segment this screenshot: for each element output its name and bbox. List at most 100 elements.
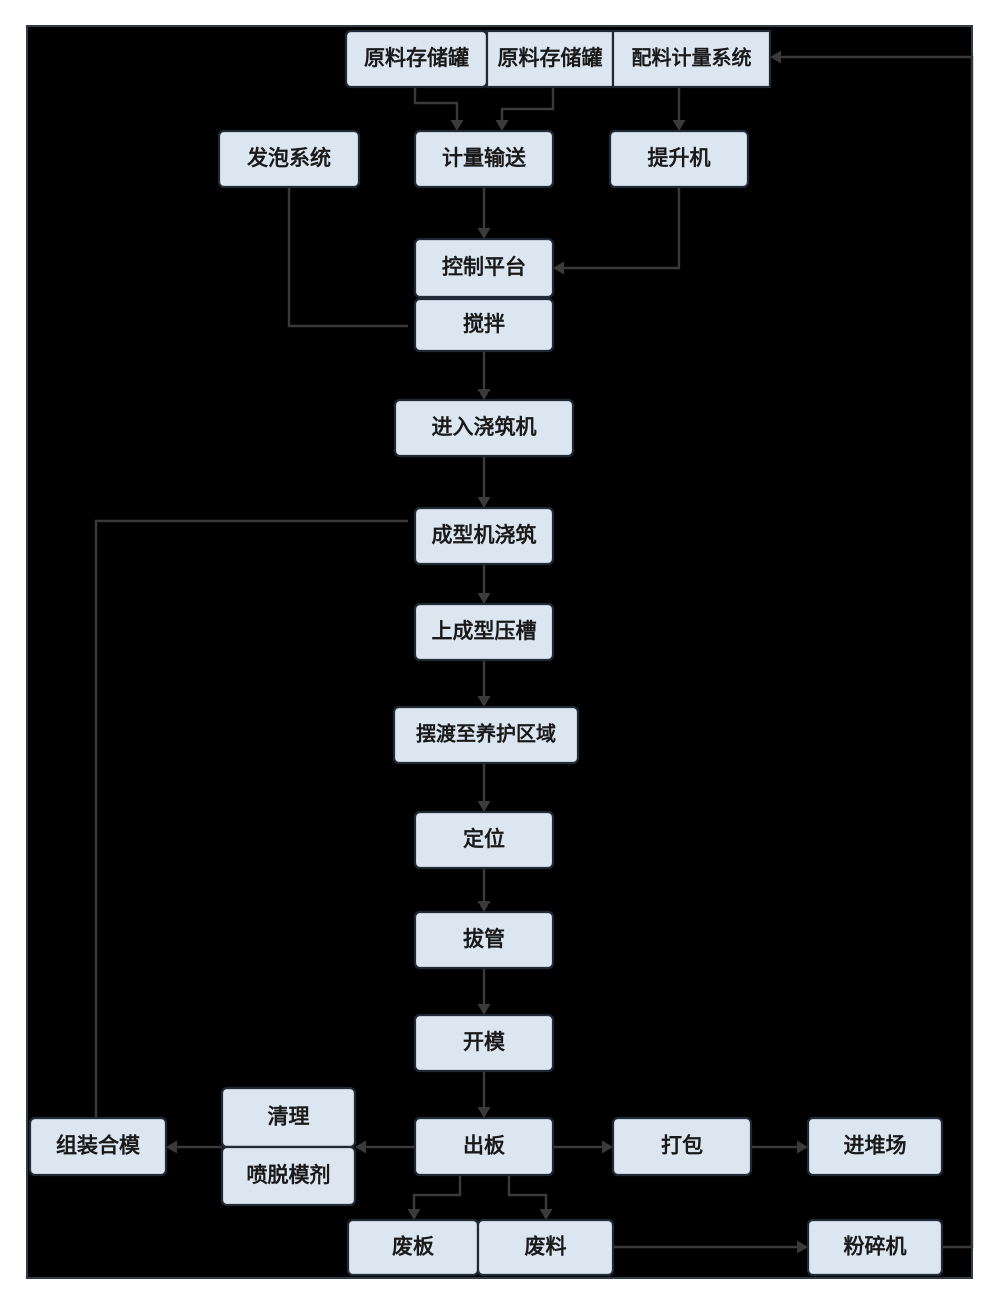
flow-edge-mixing-entercast — [477, 351, 491, 400]
flow-edge-openmold-outboard — [477, 1071, 491, 1118]
flow-node-out-board[interactable]: 出板 — [413, 1116, 555, 1177]
flow-node-position[interactable]: 定位 — [413, 810, 555, 870]
node-shape[interactable] — [806, 1218, 944, 1277]
flow-edge-outboard-wasteboard — [407, 1175, 462, 1220]
flow-node-assemble[interactable]: 组装合模 — [28, 1116, 168, 1177]
flow-node-crusher[interactable]: 粉碎机 — [806, 1218, 944, 1277]
node-shape[interactable] — [476, 1218, 615, 1277]
flow-node-open-mold[interactable]: 开模 — [413, 1013, 555, 1073]
flow-node-enter-cast[interactable]: 进入浇筑机 — [393, 398, 575, 458]
arrow-head-icon — [797, 1140, 808, 1154]
flow-edge-outboard-clean — [355, 1140, 415, 1154]
node-shape[interactable] — [806, 1116, 944, 1177]
arrow-head-icon — [797, 1240, 808, 1254]
flow-node-clean[interactable]: 清理 — [220, 1086, 357, 1149]
node-shape[interactable] — [413, 237, 555, 299]
node-label: 搅拌 — [463, 312, 505, 336]
flow-node-spray[interactable]: 喷脱模剂 — [220, 1145, 357, 1207]
node-label: 发泡系统 — [246, 146, 331, 170]
flow-edge-metering-control — [477, 187, 491, 239]
edge-line — [412, 1175, 462, 1213]
node-shape[interactable] — [413, 1116, 555, 1177]
node-label: 原料存储罐 — [364, 46, 469, 70]
flow-node-mold-cast[interactable]: 成型机浇筑 — [413, 506, 555, 566]
node-shape[interactable] — [413, 1013, 555, 1073]
node-shape[interactable] — [413, 602, 555, 662]
node-shape[interactable] — [28, 1116, 168, 1177]
node-shape[interactable] — [413, 810, 555, 870]
arrow-head-icon — [477, 1004, 491, 1015]
node-shape[interactable] — [413, 506, 555, 566]
flow-edge-clean-assemble — [166, 1140, 222, 1154]
edge-line — [777, 55, 974, 1249]
node-label: 粉碎机 — [844, 1234, 907, 1258]
node-shape[interactable] — [611, 1116, 753, 1177]
flow-node-press-slot[interactable]: 上成型压槽 — [413, 602, 555, 662]
flow-node-pull-tube[interactable]: 拔管 — [413, 910, 555, 970]
flow-node-tank2[interactable]: 原料存储罐 — [485, 29, 615, 89]
node-label: 摆渡至养护区域 — [416, 722, 556, 746]
flow-node-waste-brd[interactable]: 废板 — [346, 1218, 480, 1277]
node-shape[interactable] — [392, 705, 580, 765]
node-shape[interactable] — [220, 1145, 357, 1207]
arrow-head-icon — [495, 120, 509, 131]
flow-node-packing[interactable]: 打包 — [611, 1116, 753, 1177]
flow-edge-entercast-moldcast — [477, 456, 491, 508]
flow-node-mixing[interactable]: 搅拌 — [413, 297, 555, 353]
arrow-head-icon — [166, 1140, 177, 1154]
flow-edge-packing-yard — [751, 1140, 808, 1154]
arrow-head-icon — [477, 1107, 491, 1118]
node-label: 拔管 — [463, 927, 505, 951]
flow-node-waste-mat[interactable]: 废料 — [476, 1218, 615, 1277]
arrow-head-icon — [477, 696, 491, 707]
node-label: 废料 — [525, 1234, 567, 1258]
node-label: 控制平台 — [442, 255, 526, 279]
node-shape[interactable] — [413, 129, 555, 189]
arrow-head-icon — [553, 261, 564, 275]
node-label: 喷脱模剂 — [247, 1163, 331, 1187]
node-shape[interactable] — [413, 297, 555, 353]
flow-node-metering[interactable]: 计量输送 — [413, 129, 555, 189]
flow-node-elevator[interactable]: 提升机 — [608, 129, 750, 189]
flow-node-batching[interactable]: 配料计量系统 — [611, 29, 772, 89]
arrow-head-icon — [477, 593, 491, 604]
flow-node-tank1[interactable]: 原料存储罐 — [344, 29, 489, 89]
flow-edge-moldcast-press — [477, 564, 491, 604]
flow-node-ferry[interactable]: 摆渡至养护区域 — [392, 705, 580, 765]
node-shape[interactable] — [217, 129, 361, 189]
flow-node-control[interactable]: 控制平台 — [413, 237, 555, 299]
flow-edge-wastemat-crusher — [613, 1240, 808, 1254]
arrow-head-icon — [450, 120, 464, 131]
arrow-head-icon — [407, 1209, 421, 1220]
node-label: 定位 — [463, 827, 505, 851]
node-shape[interactable] — [485, 29, 615, 89]
arrow-head-icon — [477, 389, 491, 400]
flow-node-foaming[interactable]: 发泡系统 — [217, 129, 361, 189]
node-layer: 原料存储罐原料存储罐配料计量系统发泡系统计量输送提升机控制平台搅拌进入浇筑机成型… — [28, 29, 944, 1277]
flow-node-yard[interactable]: 进堆场 — [806, 1116, 944, 1177]
flow-edge-elevator-control — [553, 187, 681, 275]
flow-edge-ferry-position — [477, 763, 491, 812]
flow-edge-outboard-wastemat — [507, 1175, 553, 1220]
flow-edge-position-pulltube — [477, 868, 491, 912]
node-label: 组装合模 — [56, 1133, 141, 1157]
node-label: 出板 — [463, 1133, 506, 1157]
flow-edge-tank2-metering — [495, 87, 555, 131]
node-label: 上成型压槽 — [432, 619, 537, 643]
node-label: 计量输送 — [442, 146, 527, 170]
node-label: 成型机浇筑 — [432, 523, 537, 547]
arrow-head-icon — [355, 1140, 366, 1154]
node-shape[interactable] — [608, 129, 750, 189]
arrow-head-icon — [672, 120, 686, 131]
node-label: 废板 — [392, 1234, 435, 1258]
node-shape[interactable] — [393, 398, 575, 458]
node-shape[interactable] — [611, 29, 772, 89]
flow-edge-pulltube-openmold — [477, 968, 491, 1015]
arrow-head-icon — [770, 50, 781, 64]
edge-line — [287, 187, 408, 328]
node-shape[interactable] — [413, 910, 555, 970]
arrow-head-icon — [477, 801, 491, 812]
node-label: 开模 — [463, 1030, 506, 1054]
